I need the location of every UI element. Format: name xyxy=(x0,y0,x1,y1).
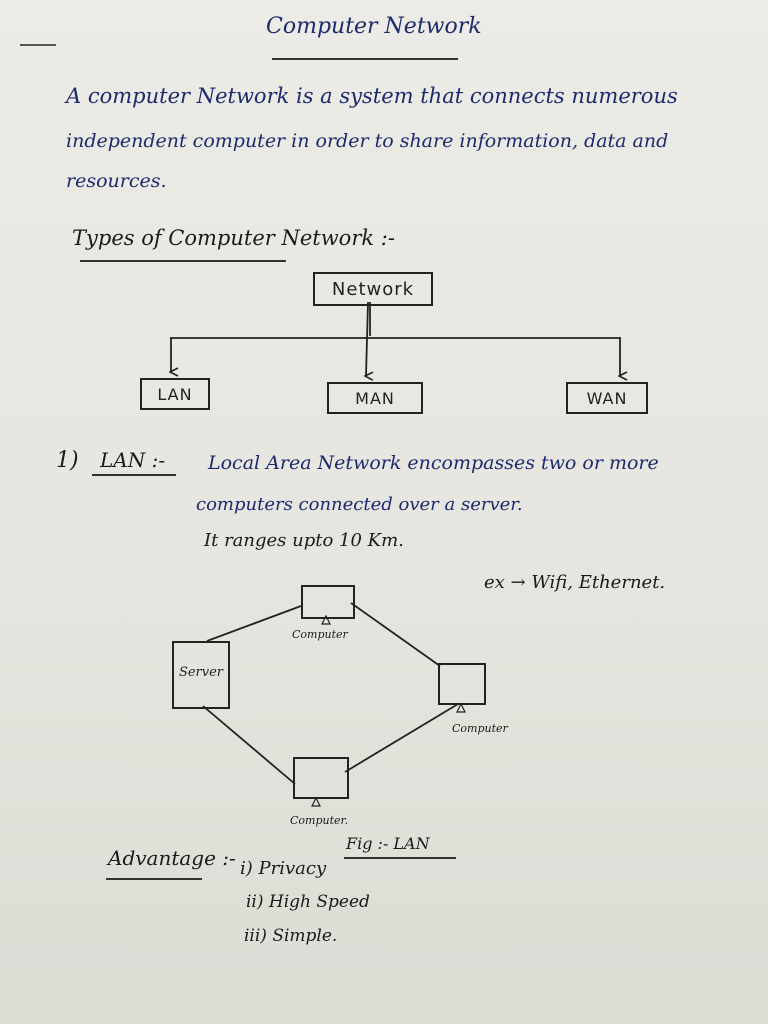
computer-label-bottom: Computer. xyxy=(290,814,349,827)
computer-stand-bottom xyxy=(311,796,321,807)
advantage-item-2: ii) High Speed xyxy=(246,892,370,912)
man-box-label: MAN xyxy=(355,388,395,408)
computer-label-right: Computer xyxy=(452,722,508,735)
server-node: Server xyxy=(172,641,230,709)
lan-line-2: computers connected over a server. xyxy=(196,494,523,515)
network-box-label: Network xyxy=(331,278,415,300)
computer-node-bottom xyxy=(293,757,349,799)
computer-stand-top xyxy=(321,614,331,625)
types-heading: Types of Computer Network :- xyxy=(72,226,395,250)
advantage-item-3: iii) Simple. xyxy=(244,926,338,946)
server-label: Server xyxy=(178,665,224,680)
computer-stand-right xyxy=(456,702,466,713)
computer-label-top: Computer xyxy=(292,628,348,641)
wan-box: WAN xyxy=(566,382,648,414)
computer-node-right xyxy=(438,663,486,705)
advantages-heading: Advantage :- xyxy=(108,846,236,870)
man-box: MAN xyxy=(327,382,423,414)
margin-dash xyxy=(20,44,56,46)
definition-line-3: resources. xyxy=(66,170,167,192)
lan-section-number: 1) xyxy=(56,448,79,473)
title-underline xyxy=(272,58,458,60)
lan-heading-underline xyxy=(92,474,176,476)
lan-line-3: It ranges upto 10 Km. xyxy=(204,530,404,551)
definition-line-1: A computer Network is a system that conn… xyxy=(66,84,678,108)
tree-arrow-man xyxy=(366,301,368,376)
lan-example: ex → Wifi, Ethernet. xyxy=(484,572,666,593)
computer-node-top xyxy=(301,585,355,619)
advantages-underline xyxy=(106,878,202,880)
lan-box-label: LAN xyxy=(157,384,193,404)
wan-box-label: WAN xyxy=(586,388,628,408)
lan-section-heading: LAN :- xyxy=(100,448,166,472)
link-server-bottom xyxy=(202,705,296,785)
lan-line-1: Local Area Network encompasses two or mo… xyxy=(208,452,659,474)
link-right-bottom xyxy=(344,703,459,773)
network-box: Network xyxy=(313,272,433,306)
advantage-item-1: i) Privacy xyxy=(240,858,327,879)
page-title: Computer Network xyxy=(266,14,482,39)
lan-box: LAN xyxy=(140,378,210,410)
figure-caption: Fig :- LAN xyxy=(346,834,430,853)
link-server-top xyxy=(206,605,302,642)
link-top-right xyxy=(350,602,441,667)
definition-line-2: independent computer in order to share i… xyxy=(66,130,669,152)
figure-caption-underline xyxy=(344,857,456,859)
types-heading-underline xyxy=(80,260,286,262)
